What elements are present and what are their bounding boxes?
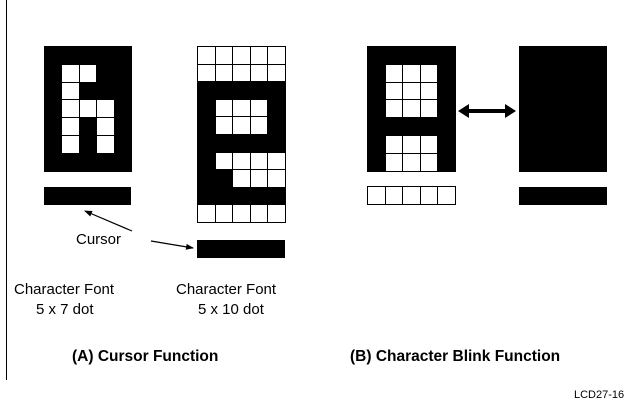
dot-cell [367, 186, 386, 205]
dot-cell [437, 152, 456, 172]
cursor-pointer-arrow-a [84, 210, 133, 232]
dot-cell [437, 117, 456, 136]
dot-cell [384, 117, 404, 136]
font-5x7-title: Character Font [14, 281, 115, 298]
dot-cell [384, 81, 404, 101]
dot-cell [367, 117, 386, 136]
blink-empty-cursor-row [367, 186, 456, 205]
dot-cell [437, 81, 456, 101]
dot-cell [437, 46, 456, 65]
font-5x10-size: 5 x 10 dot [198, 301, 264, 318]
dot-cell [437, 63, 456, 83]
dot-cell [384, 135, 404, 154]
dot-cell [367, 152, 386, 172]
dot-cell [419, 81, 439, 101]
dot-cell [402, 46, 421, 65]
blink-cursor-bar [519, 187, 607, 205]
font-5x7-size: 5 x 7 dot [36, 301, 94, 318]
blink-double-arrow-icon [458, 104, 516, 118]
dot-cell [402, 135, 421, 154]
dot-cell [419, 99, 439, 119]
dot-cell [402, 152, 421, 172]
cursor-bar-5x10 [197, 240, 285, 258]
dot-cell [384, 46, 404, 65]
cursor-label: Cursor [76, 231, 122, 248]
dot-cell [367, 63, 386, 83]
dot-cell [267, 204, 286, 223]
dot-cell [402, 81, 421, 101]
font-5x10-glyph-matrix [197, 46, 286, 223]
caption-blink-function: (B) Character Blink Function [350, 348, 561, 365]
cursor-pointer-arrow-b [150, 240, 194, 250]
dot-cell [384, 152, 404, 172]
dot-cell [367, 46, 386, 65]
dot-cell [402, 117, 421, 136]
dot-cell [384, 63, 404, 83]
dot-cell [437, 99, 456, 119]
left-border-line [6, 0, 7, 380]
caption-cursor-function: (A) Cursor Function [72, 348, 219, 365]
dot-cell [367, 99, 386, 119]
dot-cell [367, 81, 386, 101]
dot-cell [384, 186, 404, 205]
dot-cell [113, 152, 132, 172]
figure-id: LCD27-16 [574, 389, 625, 401]
font-5x10-title: Character Font [176, 281, 277, 298]
blink-glyph-matrix [367, 46, 456, 172]
dot-cell [419, 117, 439, 136]
font-5x7-glyph-matrix [44, 46, 132, 172]
cursor-bar-5x7 [44, 187, 131, 205]
dot-cell [367, 135, 386, 154]
dot-cell [402, 186, 421, 205]
blink-solid-block [519, 46, 607, 172]
dot-cell [419, 186, 439, 205]
dot-cell [419, 46, 439, 65]
dot-cell [419, 135, 439, 154]
dot-cell [419, 63, 439, 83]
dot-cell [402, 63, 421, 83]
dot-cell [402, 99, 421, 119]
dot-cell [384, 99, 404, 119]
dot-cell [419, 152, 439, 172]
dot-cell [437, 186, 456, 205]
dot-cell [437, 135, 456, 154]
